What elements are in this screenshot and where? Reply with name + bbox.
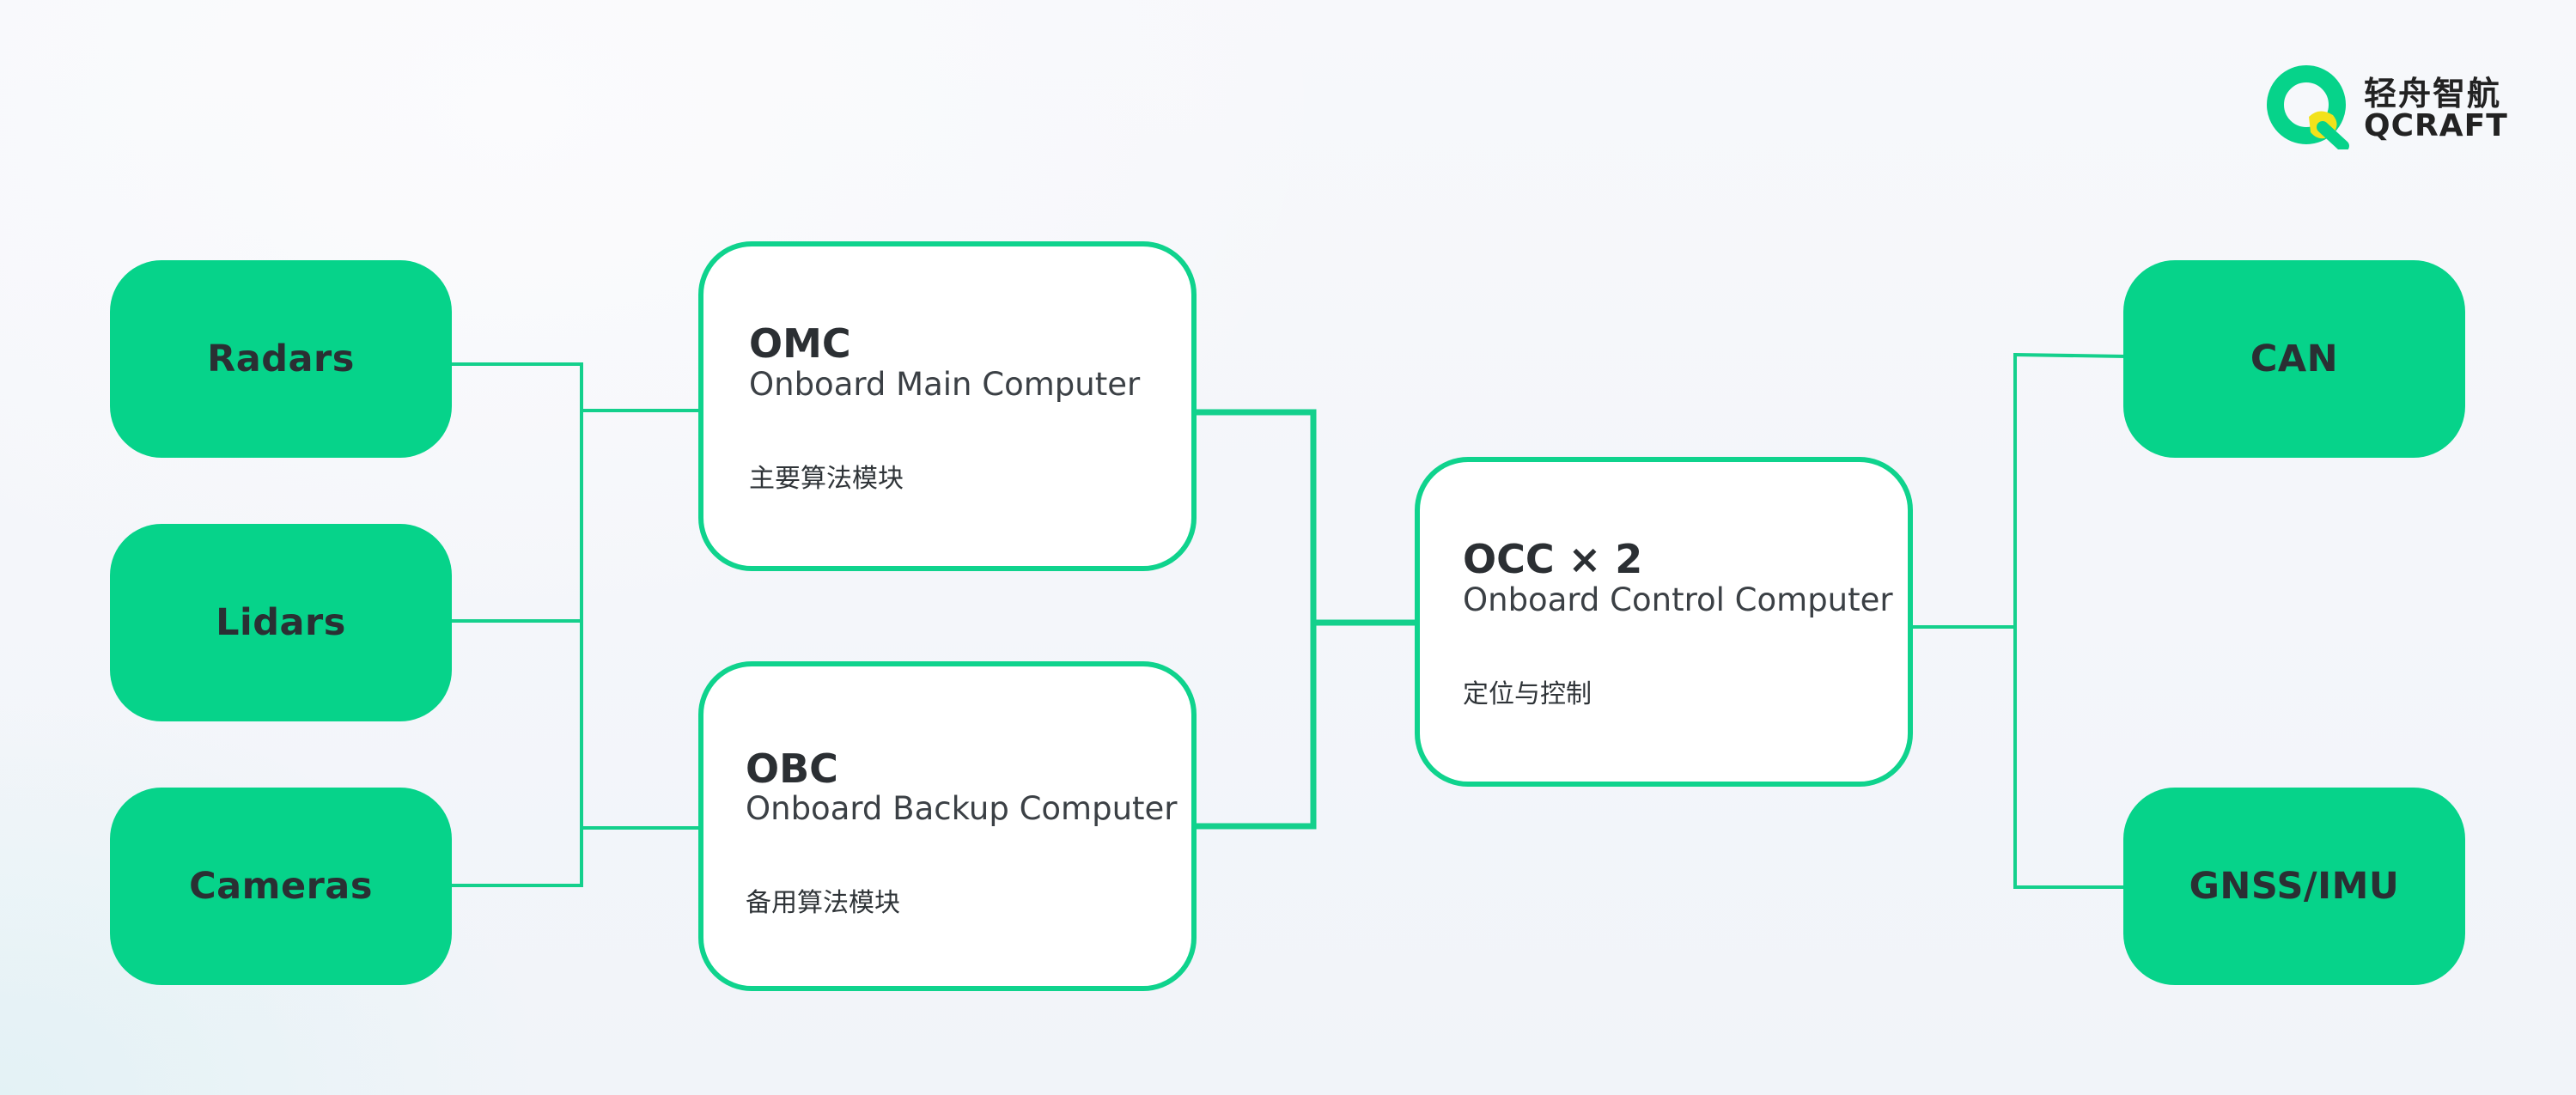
output-box-can: CAN <box>2123 260 2465 458</box>
input-label: Lidars <box>216 601 346 644</box>
input-box-lidars: Lidars <box>110 524 452 721</box>
input-label: Cameras <box>189 865 373 908</box>
connector-to-can <box>2013 352 2128 359</box>
occ-full-name: Onboard Control Computer <box>1463 581 1893 618</box>
input-box-cameras: Cameras <box>110 788 452 985</box>
occ-description: 定位与控制 <box>1463 679 1592 709</box>
input-box-radars: Radars <box>110 260 452 458</box>
omc-description: 主要算法模块 <box>749 464 904 494</box>
logo-name-en: QCRAFT <box>2364 108 2508 143</box>
obc-full-name: Onboard Backup Computer <box>746 790 1178 827</box>
obc-box: OBC Onboard Backup Computer 备用算法模块 <box>698 661 1197 991</box>
occ-box: OCC × 2 Onboard Control Computer 定位与控制 <box>1415 457 1913 787</box>
input-label: Radars <box>207 338 355 380</box>
logo-name-cn: 轻舟智航 <box>2364 75 2502 113</box>
qcraft-logo: 轻舟智航 QCRAFT <box>2266 64 2524 149</box>
output-label: CAN <box>2250 338 2339 380</box>
qcraft-q-logo-icon <box>2267 65 2349 149</box>
omc-abbr: OMC <box>749 320 851 367</box>
output-box-gnss-imu: GNSS/IMU <box>2123 788 2465 985</box>
obc-abbr: OBC <box>746 745 838 792</box>
obc-description: 备用算法模块 <box>746 888 900 918</box>
omc-box: OMC Onboard Main Computer 主要算法模块 <box>698 241 1197 571</box>
occ-abbr: OCC × 2 <box>1463 536 1643 582</box>
omc-full-name: Onboard Main Computer <box>749 366 1141 403</box>
output-label: GNSS/IMU <box>2189 865 2400 908</box>
